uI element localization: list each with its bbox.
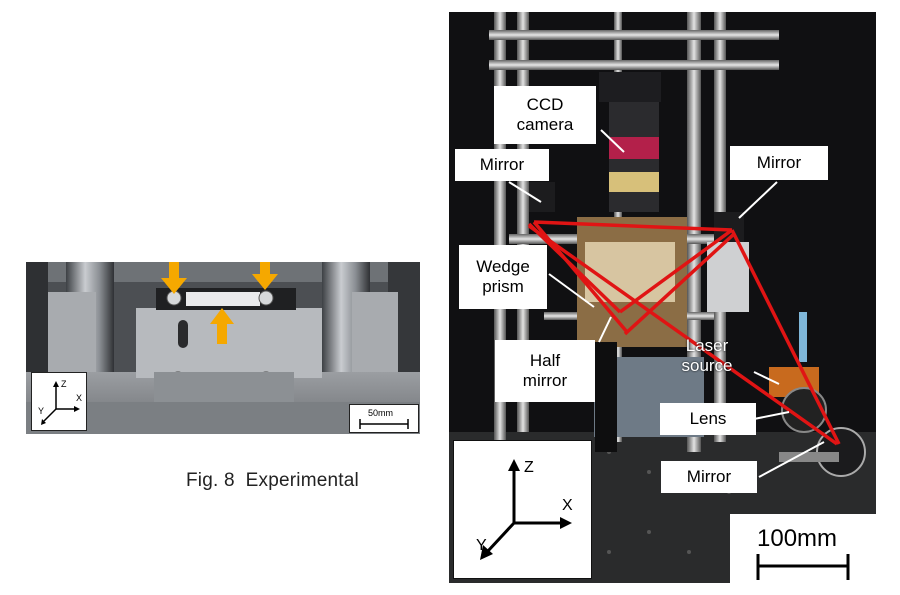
right-axes-box: Z X Y [453, 440, 592, 579]
right-scale-bar-box [730, 514, 876, 584]
left-axis-x-label: X [76, 393, 83, 403]
ccd-camera-label-line2: camera [516, 115, 574, 134]
right-axes-icon [480, 459, 572, 560]
left-photo-specimen-fixture: Z X Y 50mm [26, 262, 420, 434]
left-scale-bar-label: 50mm [368, 408, 394, 418]
left-scale-bar [359, 419, 409, 429]
left-axes-box: Z X Y [31, 372, 87, 431]
lens-label-text: Lens [689, 409, 727, 428]
figure-caption: Fig. 8 Experimental [186, 470, 359, 491]
wedge-prism-label-line2: prism [482, 277, 524, 296]
laser-source-label-line2: source [681, 356, 733, 375]
mirror-bottom-label-text: Mirror [686, 467, 732, 486]
right-axis-x-label: X [562, 497, 573, 514]
wedge-prism-label-line1: Wedge [476, 257, 530, 276]
mirror-left-label-text: Mirror [479, 155, 525, 174]
laser-beam-paths [527, 220, 841, 446]
laser-source-label-line1: Laser [685, 336, 729, 355]
left-scale-bar-box: 50mm [349, 404, 419, 433]
laser-source-label: Laser source [659, 334, 755, 378]
half-mirror-label-line2: mirror [522, 371, 568, 390]
left-axes-icon [41, 381, 80, 425]
load-arrows [161, 262, 278, 344]
half-mirror-label: Half mirror [495, 340, 595, 402]
label-pointer-lines [508, 129, 825, 478]
right-axis-y-label: Y [476, 537, 487, 554]
mirror-bottom-label: Mirror [661, 461, 757, 493]
right-scale-bar-label: 100mm [757, 525, 838, 552]
half-mirror-label-line1: Half [529, 351, 561, 370]
ccd-camera-label: CCD camera [494, 86, 596, 144]
right-scale-bar [756, 554, 850, 580]
mirror-left-label: Mirror [455, 149, 549, 181]
wedge-prism-label: Wedge prism [459, 245, 547, 309]
mirror-right-label-text: Mirror [756, 153, 802, 172]
mirror-right-label: Mirror [730, 146, 828, 180]
ccd-camera-label-line1: CCD [526, 95, 564, 114]
left-axis-z-label: Z [61, 379, 67, 389]
right-axis-z-label: Z [524, 459, 534, 476]
left-axis-y-label: Y [38, 406, 45, 416]
lens-label: Lens [660, 403, 756, 435]
